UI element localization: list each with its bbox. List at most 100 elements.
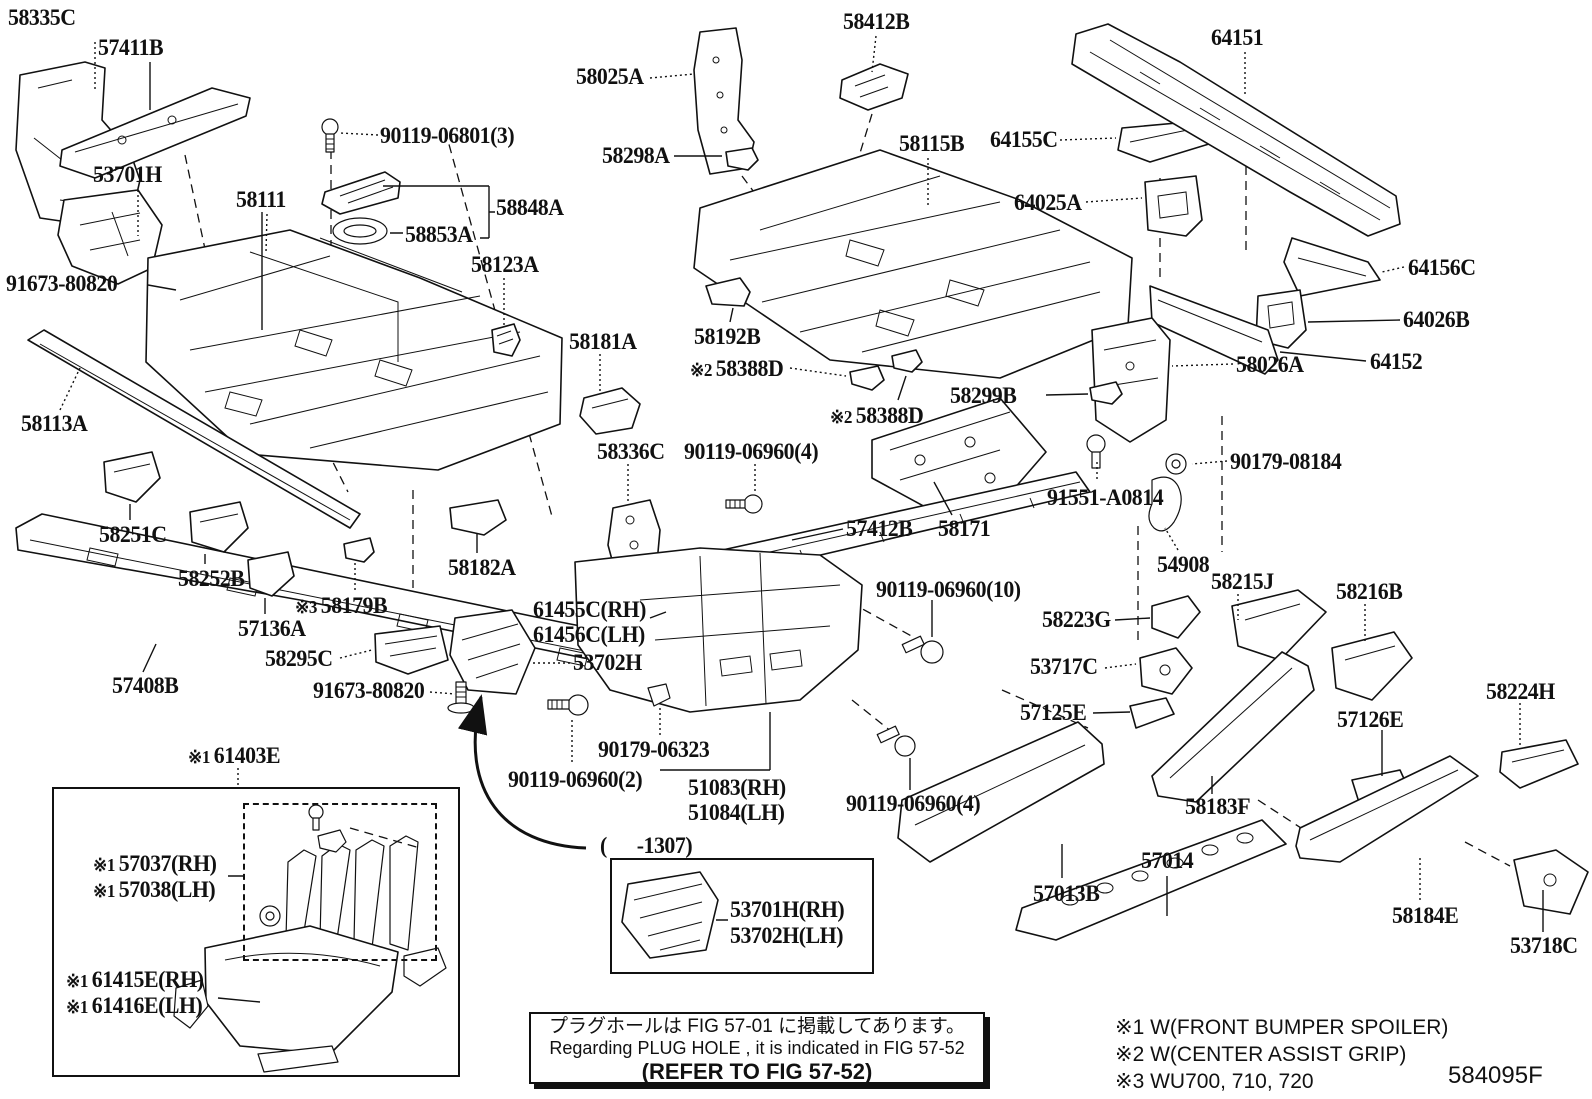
curved-arrow <box>457 694 587 850</box>
part-label-90119-06960-4a: 90119-06960(4) <box>684 439 819 464</box>
bolt-90119-06960-2 <box>547 694 589 716</box>
part-label-58183f: 58183F <box>1185 794 1251 819</box>
part-label-58853a: 58853A <box>405 222 473 247</box>
part-sketch-53701h-inset <box>621 871 719 959</box>
note-line-japanese: プラグホールは FIG 57-01 に掲載してあります。 <box>548 1016 966 1037</box>
part-sketch-57013b <box>897 721 1105 863</box>
part-sketch-58192b <box>705 277 751 307</box>
part-sketch-58113a <box>27 329 361 529</box>
part-sketch-58848a <box>321 171 401 215</box>
part-label-90119-06801-3: 90119-06801(3) <box>380 123 515 148</box>
part-sketch-64025a <box>1144 175 1203 237</box>
footnote-marker: ※1 <box>66 971 92 991</box>
part-label-58223g: 58223G <box>1042 607 1111 632</box>
part-sketch-64151-back-panel <box>1071 23 1401 237</box>
part-sketch-58298a <box>725 147 759 171</box>
part-label-51083-rh: 51083(RH) <box>688 775 786 800</box>
part-label-57411b: 57411B <box>98 35 164 60</box>
note-box: プラグホールは FIG 57-01 に掲載してあります。 Regarding P… <box>529 1012 985 1084</box>
part-sketch-64152 <box>1149 285 1279 375</box>
footnote-marker: ※1 <box>188 747 214 767</box>
part-label-64156c: 64156C <box>1408 255 1476 280</box>
part-sketch-58216b <box>1331 631 1413 701</box>
part-sketch-58179b <box>343 537 375 563</box>
part-label-58388d-b: ※2 58388D <box>830 403 924 428</box>
footnote-marker: ※1 <box>93 855 119 875</box>
part-sketch-58223g <box>1151 595 1201 639</box>
part-sketch-58299b <box>1089 381 1123 405</box>
part-sketch-58252b <box>189 501 249 553</box>
grouping-box-61403e <box>52 787 460 1077</box>
bolt-91551-a0814 <box>1086 434 1106 469</box>
part-sketch-53718c <box>1513 849 1589 915</box>
part-label-61403e: ※1 61403E <box>188 743 281 768</box>
part-label-58295c: 58295C <box>265 646 333 671</box>
part-sketch-58388d-b <box>891 349 923 373</box>
part-label-53717c: 53717C <box>1030 654 1098 679</box>
footnotes: ※1 W(FRONT BUMPER SPOILER) ※2 W(CENTER A… <box>1115 1014 1448 1095</box>
part-label-58025a: 58025A <box>576 64 644 89</box>
part-label-53702h-lh: 53702H(LH) <box>730 923 844 948</box>
part-label-57136a: 57136A <box>238 616 306 641</box>
part-label-61416e-lh: ※1 61416E(LH) <box>66 993 203 1018</box>
footnote-marker: ※1 <box>66 997 92 1017</box>
part-sketch-58224h <box>1499 739 1579 789</box>
part-sketch-58853a <box>332 217 388 245</box>
part-label-53701h: 53701H <box>93 162 162 187</box>
leader-lines-solid <box>129 62 1544 1003</box>
part-label-57014: 57014 <box>1141 848 1194 873</box>
part-sketch-57014 <box>1015 819 1287 941</box>
part-label-58251c: 58251C <box>99 522 167 547</box>
part-label-58184e: 58184E <box>1392 903 1459 928</box>
part-label-57037-rh: ※1 57037(RH) <box>93 851 217 876</box>
footnote-marker: ※2 <box>830 407 856 427</box>
part-sketch-61403e-braces <box>259 804 421 951</box>
part-label-64152: 64152 <box>1370 349 1423 374</box>
part-sketch-53702h <box>449 609 536 695</box>
part-label-58335c: 58335C <box>8 5 76 30</box>
part-sketch-58251c <box>103 451 161 503</box>
part-label-91551-a0814: 91551-A0814 <box>1047 485 1164 510</box>
part-label-58299b: 58299B <box>950 383 1017 408</box>
part-label-61415e-rh: ※1 61415E(RH) <box>66 967 204 992</box>
part-sketch-57411b <box>59 87 251 179</box>
bolt-90119-06960-4a <box>725 494 763 514</box>
part-label-57038-lh: ※1 57038(LH) <box>93 877 216 902</box>
part-sketch-58123a <box>491 323 521 357</box>
part-label-90119-06960-10: 90119-06960(10) <box>876 577 1021 602</box>
part-label-64026b: 64026B <box>1403 307 1470 332</box>
part-label-64151: 64151 <box>1211 25 1264 50</box>
part-label-range-1307: ( -1307) <box>600 833 693 858</box>
part-label-58336c: 58336C <box>597 439 665 464</box>
part-label-61456c-lh: 61456C(LH) <box>533 622 645 647</box>
part-sketch-58412b <box>839 63 909 111</box>
part-label-58026a: 58026A <box>1236 352 1304 377</box>
part-label-58111: 58111 <box>236 187 286 212</box>
part-label-61455c-rh: 61455C(RH) <box>533 597 646 622</box>
part-label-53718c: 53718C <box>1510 933 1578 958</box>
part-label-58181a: 58181A <box>569 329 637 354</box>
part-sketch-51083-center-pillar <box>574 547 863 713</box>
part-label-90179-08184: 90179-08184 <box>1230 449 1342 474</box>
part-label-53702h: 53702H <box>573 650 642 675</box>
footnote-3: ※3 WU700, 710, 720 <box>1115 1070 1314 1093</box>
part-sketch-58111-front-floor-pan <box>145 229 563 471</box>
part-sketch-53701h <box>57 189 163 285</box>
part-sketch-58182a <box>449 499 507 553</box>
nut-90179-08184 <box>1165 453 1187 475</box>
part-sketch-58295c <box>374 625 449 675</box>
part-label-54908: 54908 <box>1157 552 1210 577</box>
footnote-marker: ※3 <box>295 597 321 617</box>
grouping-box-61403e-inner <box>243 803 437 961</box>
part-label-57126e: 57126E <box>1337 707 1404 732</box>
part-label-58179b: ※3 58179B <box>295 593 388 618</box>
clip-90179-06323 <box>647 683 671 707</box>
note-line-reference: (REFER TO FIG 57-52) <box>641 1059 873 1084</box>
part-label-58412b: 58412B <box>843 9 910 34</box>
part-label-90119-06960-2: 90119-06960(2) <box>508 767 643 792</box>
footnote-marker: ※2 <box>690 360 716 380</box>
part-sketch-58215j <box>1231 589 1327 661</box>
part-label-58171: 58171 <box>938 516 991 541</box>
